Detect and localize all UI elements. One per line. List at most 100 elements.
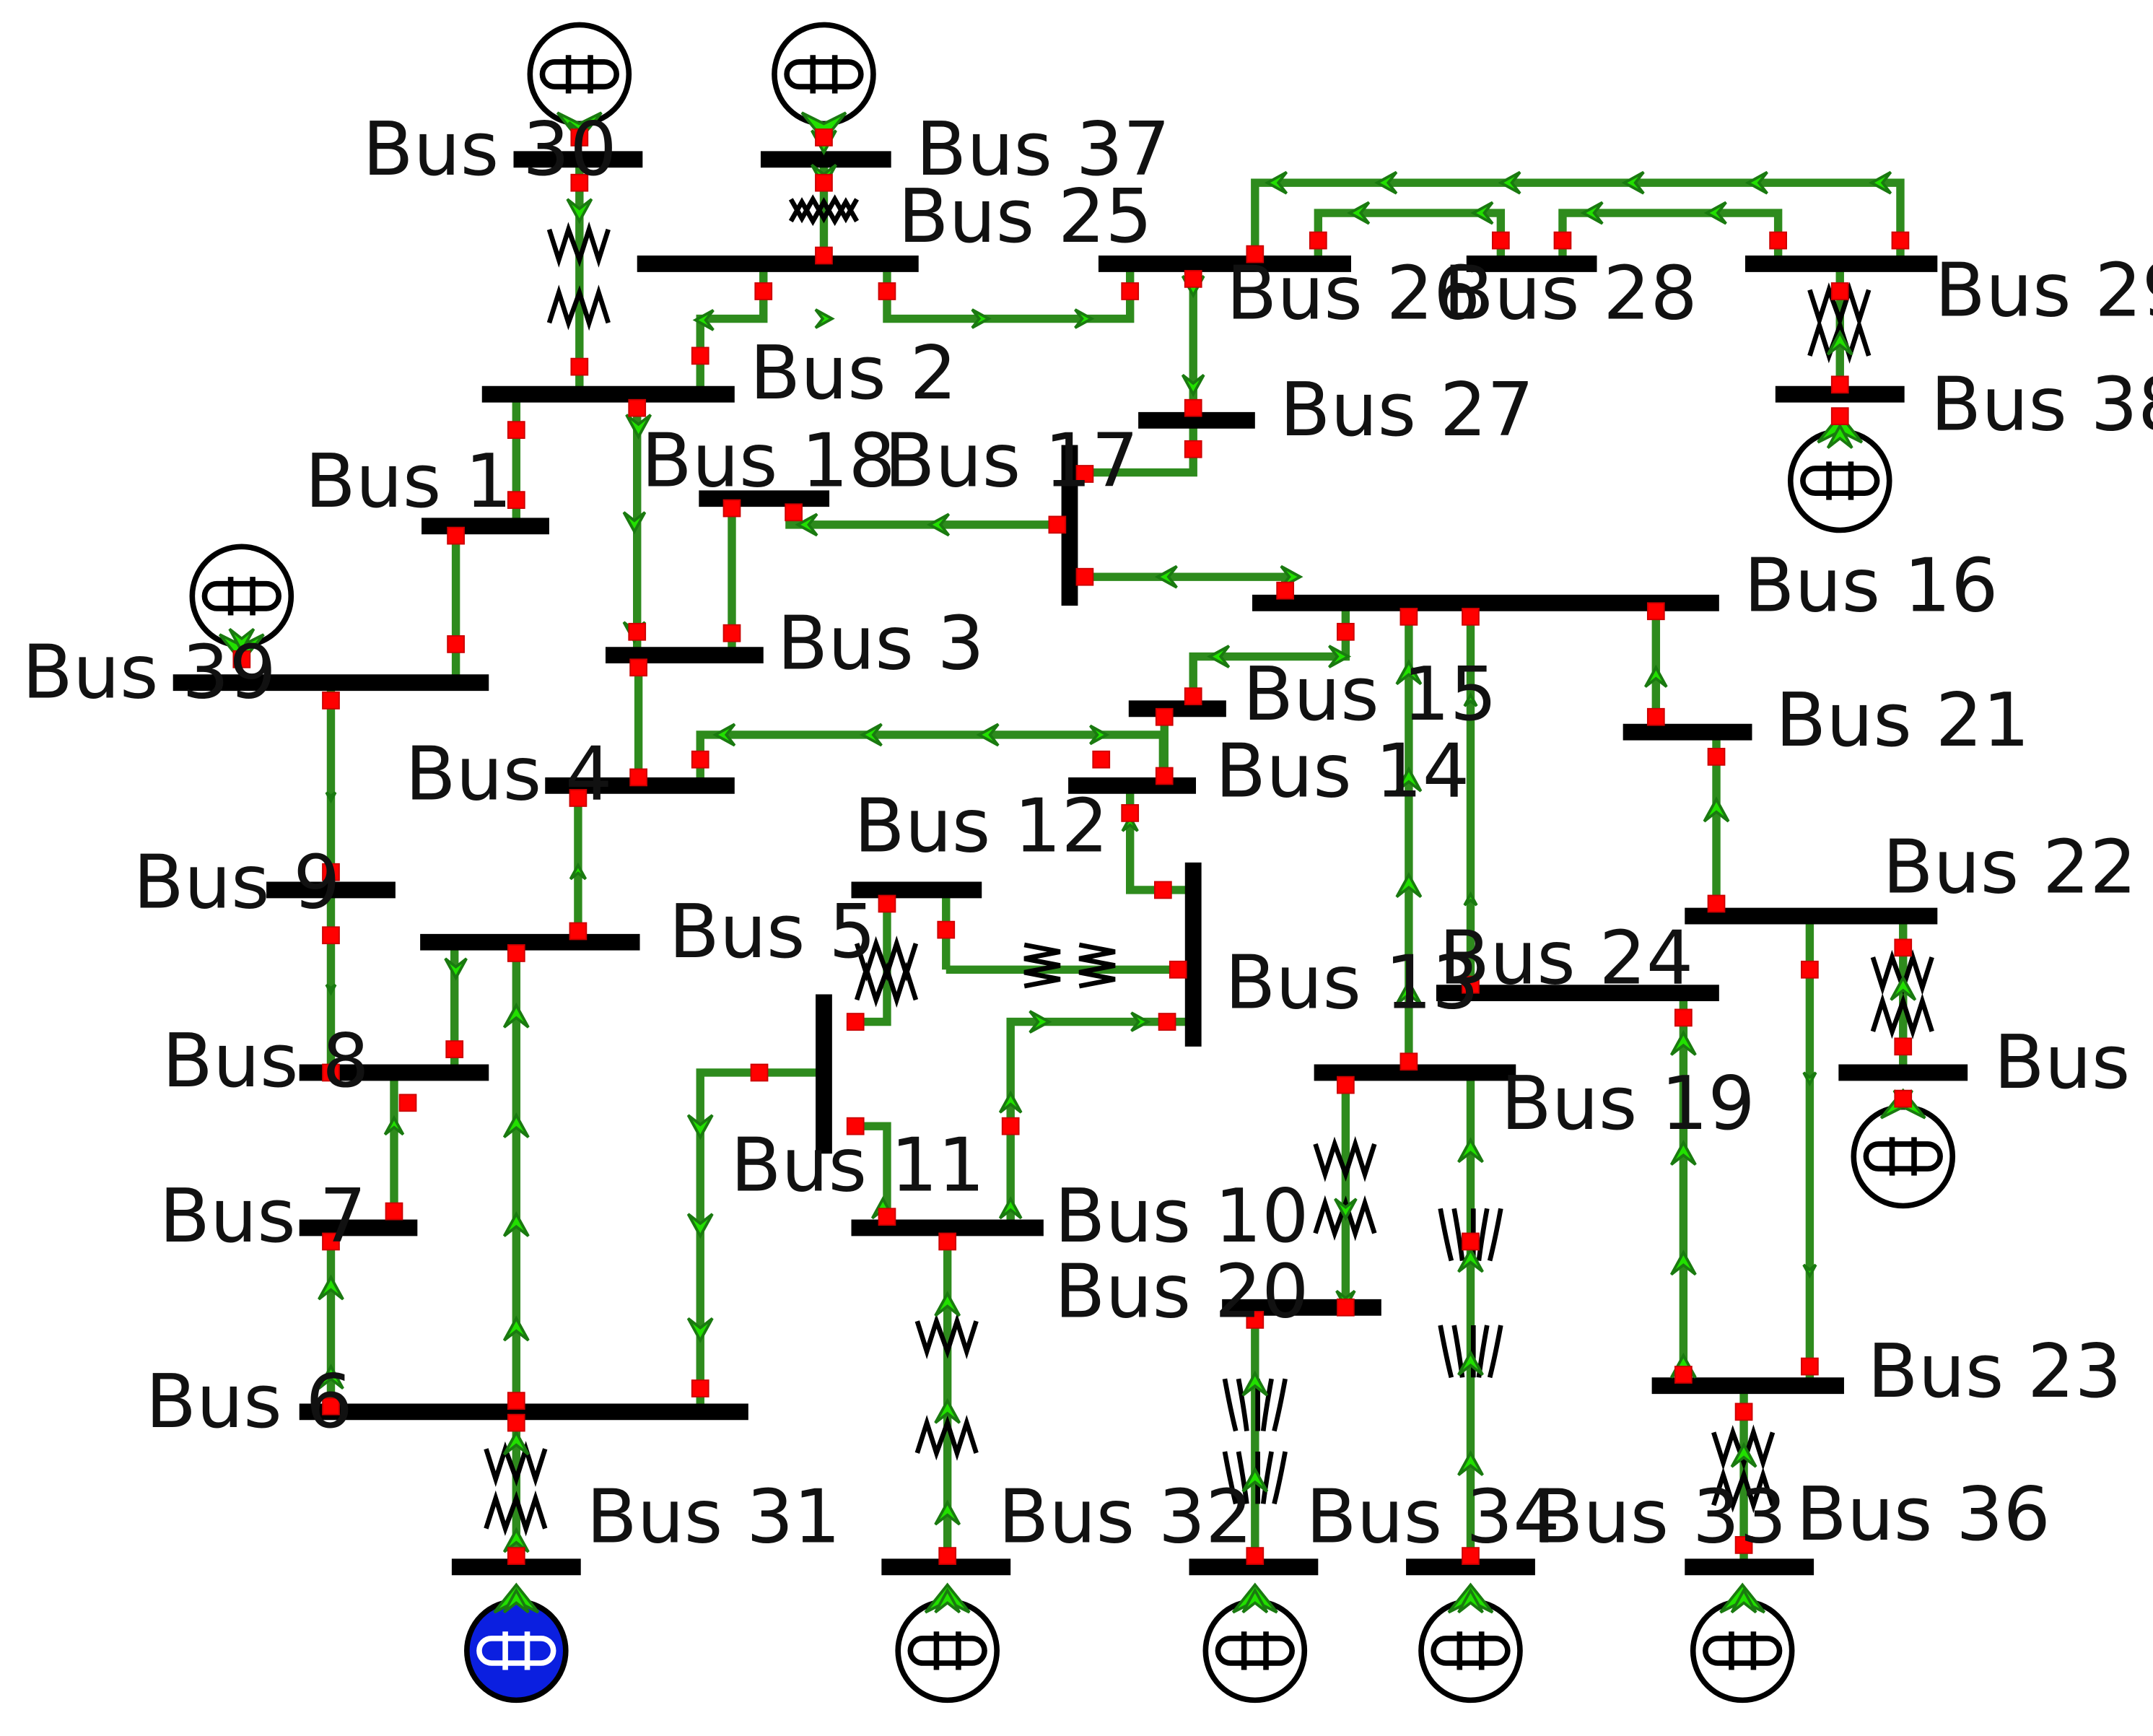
circuit-breaker[interactable] (1707, 894, 1726, 913)
circuit-breaker[interactable] (322, 1063, 340, 1082)
circuit-breaker[interactable] (1276, 581, 1295, 600)
circuit-breaker[interactable] (1894, 938, 1913, 957)
circuit-breaker[interactable] (629, 658, 647, 677)
circuit-breaker[interactable] (1491, 231, 1510, 250)
circuit-breaker[interactable] (750, 1063, 769, 1082)
circuit-breaker[interactable] (322, 1232, 340, 1251)
circuit-breaker[interactable] (1337, 622, 1355, 641)
circuit-breaker[interactable] (846, 1117, 865, 1135)
circuit-breaker[interactable] (1830, 282, 1849, 300)
circuit-breaker[interactable] (1153, 881, 1172, 899)
circuit-breaker[interactable] (1184, 687, 1202, 706)
circuit-breaker[interactable] (722, 499, 741, 518)
circuit-breaker[interactable] (322, 1397, 340, 1416)
circuit-breaker[interactable] (878, 1208, 896, 1226)
circuit-breaker[interactable] (570, 128, 589, 147)
circuit-breaker[interactable] (1184, 398, 1202, 417)
circuit-breaker[interactable] (815, 128, 833, 147)
circuit-breaker[interactable] (878, 894, 896, 913)
circuit-breaker[interactable] (1674, 1008, 1693, 1027)
circuit-breaker[interactable] (1246, 1311, 1265, 1329)
circuit-breaker[interactable] (398, 1094, 417, 1112)
circuit-breaker[interactable] (1399, 607, 1418, 626)
circuit-breaker[interactable] (691, 346, 709, 365)
circuit-breaker[interactable] (1075, 567, 1094, 586)
circuit-breaker[interactable] (507, 1392, 525, 1410)
circuit-breaker[interactable] (785, 503, 803, 522)
circuit-breaker[interactable] (385, 1202, 403, 1221)
circuit-breaker[interactable] (1801, 1357, 1819, 1376)
circuit-breaker[interactable] (570, 173, 589, 192)
generator-icon[interactable] (1690, 1598, 1795, 1704)
circuit-breaker[interactable] (938, 1232, 957, 1251)
circuit-breaker[interactable] (1399, 1052, 1418, 1071)
circuit-breaker[interactable] (1734, 1536, 1753, 1554)
generator-icon[interactable] (189, 544, 294, 649)
circuit-breaker[interactable] (1891, 231, 1910, 250)
circuit-breaker[interactable] (629, 768, 647, 787)
circuit-breaker[interactable] (938, 1547, 957, 1565)
circuit-breaker[interactable] (878, 282, 896, 300)
generator-icon[interactable] (1202, 1598, 1308, 1704)
circuit-breaker[interactable] (1462, 975, 1480, 994)
circuit-breaker[interactable] (1462, 1547, 1480, 1565)
circuit-breaker[interactable] (1309, 231, 1327, 250)
generator-icon[interactable] (772, 22, 876, 127)
circuit-breaker[interactable] (1155, 707, 1174, 726)
circuit-breaker[interactable] (507, 1547, 525, 1565)
circuit-breaker[interactable] (754, 282, 773, 300)
circuit-breaker[interactable] (846, 1013, 865, 1031)
circuit-breaker[interactable] (232, 650, 251, 668)
circuit-breaker[interactable] (1674, 1366, 1693, 1384)
circuit-breaker[interactable] (569, 922, 588, 941)
circuit-breaker[interactable] (937, 920, 956, 939)
circuit-breaker[interactable] (1075, 465, 1094, 483)
generator-icon[interactable] (464, 1598, 569, 1704)
circuit-breaker[interactable] (1830, 407, 1849, 425)
circuit-breaker[interactable] (691, 750, 709, 769)
circuit-breaker[interactable] (815, 173, 833, 192)
circuit-breaker[interactable] (1801, 960, 1819, 979)
circuit-breaker[interactable] (322, 926, 340, 945)
circuit-breaker[interactable] (691, 1379, 709, 1397)
circuit-breaker[interactable] (1121, 282, 1140, 300)
generator-icon[interactable] (895, 1598, 1000, 1704)
circuit-breaker[interactable] (1830, 375, 1849, 394)
circuit-breaker[interactable] (1894, 1037, 1913, 1056)
circuit-breaker[interactable] (1769, 231, 1788, 250)
circuit-breaker[interactable] (1734, 1403, 1753, 1421)
circuit-breaker[interactable] (1646, 602, 1665, 621)
circuit-breaker[interactable] (1337, 1298, 1355, 1317)
generator-icon[interactable] (1851, 1104, 1956, 1209)
circuit-breaker[interactable] (1121, 804, 1140, 822)
circuit-breaker[interactable] (507, 944, 525, 962)
generator-icon[interactable] (1418, 1598, 1523, 1704)
circuit-breaker[interactable] (1048, 515, 1067, 534)
circuit-breaker[interactable] (1001, 1117, 1020, 1135)
circuit-breaker[interactable] (507, 1413, 525, 1432)
circuit-breaker[interactable] (1246, 1547, 1265, 1565)
circuit-breaker[interactable] (447, 526, 465, 545)
circuit-breaker[interactable] (570, 357, 589, 376)
generator-icon[interactable] (527, 22, 632, 127)
circuit-breaker[interactable] (722, 624, 741, 642)
circuit-breaker[interactable] (1184, 440, 1202, 458)
circuit-breaker[interactable] (507, 491, 525, 510)
circuit-breaker[interactable] (322, 692, 340, 710)
circuit-breaker[interactable] (1246, 245, 1265, 263)
circuit-breaker[interactable] (1337, 1076, 1355, 1094)
circuit-breaker[interactable] (1092, 750, 1111, 769)
circuit-breaker[interactable] (322, 863, 340, 881)
circuit-breaker[interactable] (1707, 748, 1726, 766)
circuit-breaker[interactable] (628, 622, 647, 641)
circuit-breaker[interactable] (507, 421, 525, 439)
circuit-breaker[interactable] (1158, 1013, 1176, 1031)
circuit-breaker[interactable] (447, 635, 465, 653)
circuit-breaker[interactable] (1462, 607, 1480, 626)
circuit-breaker[interactable] (815, 246, 833, 265)
circuit-breaker[interactable] (569, 789, 588, 807)
circuit-breaker[interactable] (628, 398, 647, 417)
circuit-breaker[interactable] (445, 1040, 464, 1058)
circuit-breaker[interactable] (1155, 767, 1174, 785)
circuit-breaker[interactable] (1553, 231, 1572, 250)
